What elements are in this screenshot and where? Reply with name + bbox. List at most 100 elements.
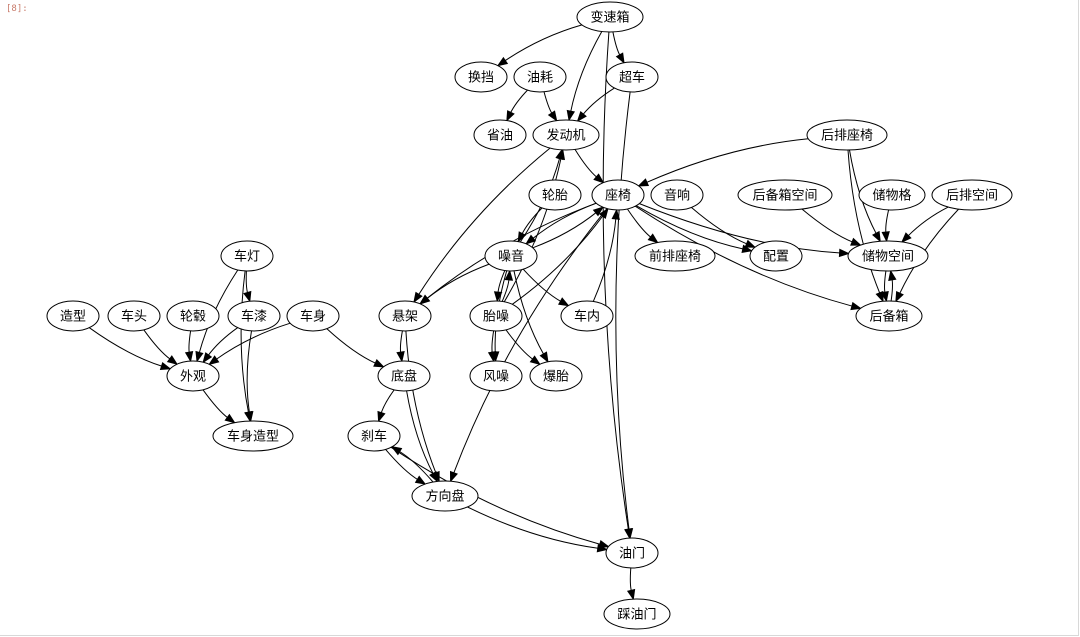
arrowhead (592, 206, 604, 217)
edge-line (202, 389, 229, 419)
node-ellipse (529, 360, 583, 392)
node-chenei: 车内 (560, 300, 614, 332)
edge-line (426, 263, 490, 300)
node-label: 配置 (763, 250, 789, 265)
node-ellipse (650, 179, 704, 211)
node-ellipse (528, 179, 582, 211)
node-cheshenzaoxing: 车身造型 (212, 420, 294, 452)
node-label: 轮胎 (542, 189, 568, 204)
node-label: 噪音 (498, 249, 524, 265)
node-label: 车身造型 (227, 429, 279, 445)
node-label: 造型 (60, 310, 86, 325)
edge-cheshen-to-waiguan (208, 322, 291, 366)
node-label: 超车 (619, 70, 645, 86)
node-chuwuge: 储物格 (858, 179, 926, 211)
edge-houpaizuoyi-to-houbeixiang (847, 149, 884, 303)
edge-line (503, 157, 562, 303)
arrowhead (184, 350, 194, 363)
edge-line (615, 91, 631, 531)
edge-line (497, 270, 506, 294)
node-label: 悬架 (392, 310, 418, 325)
edge-chenei-to-zuoyi (592, 208, 620, 302)
node-houpaikongjian: 后排空间 (931, 179, 1013, 211)
edge-line (509, 89, 528, 114)
node-ellipse (858, 179, 926, 211)
edge-line (245, 270, 249, 294)
arrowhead (872, 230, 881, 243)
node-ellipse (560, 300, 614, 332)
arrowhead (419, 294, 431, 305)
edge-youhao-to-fadongji (543, 91, 558, 122)
node-ellipse (454, 61, 508, 93)
edge-zuoyi-to-peizhi (636, 205, 753, 254)
edge-fadongji-to-xuanjia (413, 147, 551, 304)
node-ellipse (931, 179, 1013, 211)
arrowhead (615, 52, 625, 64)
edge-biansuxiang-to-fadongji (566, 31, 603, 122)
node-label: 前排座椅 (649, 249, 701, 265)
arrowhead (850, 301, 862, 311)
node-ellipse (855, 300, 923, 332)
edge-zaoyin-to-zuoyi (532, 206, 604, 249)
arrowhead (449, 470, 458, 483)
node-label: 外观 (180, 370, 206, 385)
arrowhead (396, 351, 405, 363)
edge-line (406, 390, 434, 475)
node-ellipse (347, 420, 401, 452)
edge-zuoyi-to-qianpaizuoyi (626, 208, 659, 244)
edge-line (512, 215, 604, 305)
arrowhead (414, 475, 427, 485)
arrowhead (525, 234, 537, 245)
node-fengzao: 风噪 (469, 360, 523, 392)
arrowhead (539, 351, 549, 363)
node-ellipse (532, 119, 600, 151)
arrowhead (556, 148, 566, 161)
edge-lungu-to-waiguan (184, 330, 194, 363)
arrowhead (208, 355, 220, 366)
node-chaoche: 超车 (605, 61, 659, 93)
edge-line (240, 270, 250, 414)
edge-taizao-to-zaoyin (501, 269, 514, 302)
edge-line (602, 31, 629, 531)
edge-line (246, 330, 252, 414)
node-label: 风噪 (483, 370, 509, 385)
edge-line (207, 327, 238, 357)
node-ellipse (484, 240, 538, 272)
edge-line (89, 327, 163, 367)
edge-line (326, 328, 377, 364)
arrowhead (741, 244, 753, 254)
edge-zaoyin-to-chenei (522, 268, 570, 307)
edge-taizao-to-zuoyi (512, 207, 609, 305)
edge-chetou-to-waiguan (143, 329, 179, 366)
edge-line (570, 31, 603, 113)
edge-shache-to-fangxiangpan (385, 449, 427, 485)
node-label: 爆胎 (543, 370, 569, 385)
arrowhead (838, 248, 850, 258)
node-luntai: 轮胎 (528, 179, 582, 211)
node-label: 车漆 (241, 309, 267, 325)
node-label: 省油 (487, 129, 513, 144)
edge-line (847, 149, 881, 294)
node-zuoyi: 座椅 (591, 179, 645, 211)
node-shache: 刹车 (347, 420, 401, 452)
edge-taizao-to-fengzao (487, 330, 497, 363)
node-label: 车灯 (234, 249, 260, 265)
edge-zuoyi-to-houbeixiang (634, 205, 862, 311)
node-huandang: 换挡 (454, 61, 508, 93)
arrowhead (901, 232, 912, 243)
node-label: 后排座椅 (821, 129, 873, 144)
edge-line (612, 31, 621, 56)
arrowhead (224, 413, 236, 424)
node-label: 储物空间 (862, 250, 914, 265)
node-ellipse (107, 300, 161, 332)
edge-line (522, 268, 562, 303)
edge-zaoyin-to-taizao (493, 270, 506, 303)
node-ellipse (286, 300, 340, 332)
edge-line (398, 450, 434, 483)
edge-taizao-to-fadongji (503, 148, 566, 303)
arrowhead (166, 355, 179, 366)
edge-cheshen-to-dipan (326, 328, 385, 368)
node-ellipse (473, 119, 527, 151)
